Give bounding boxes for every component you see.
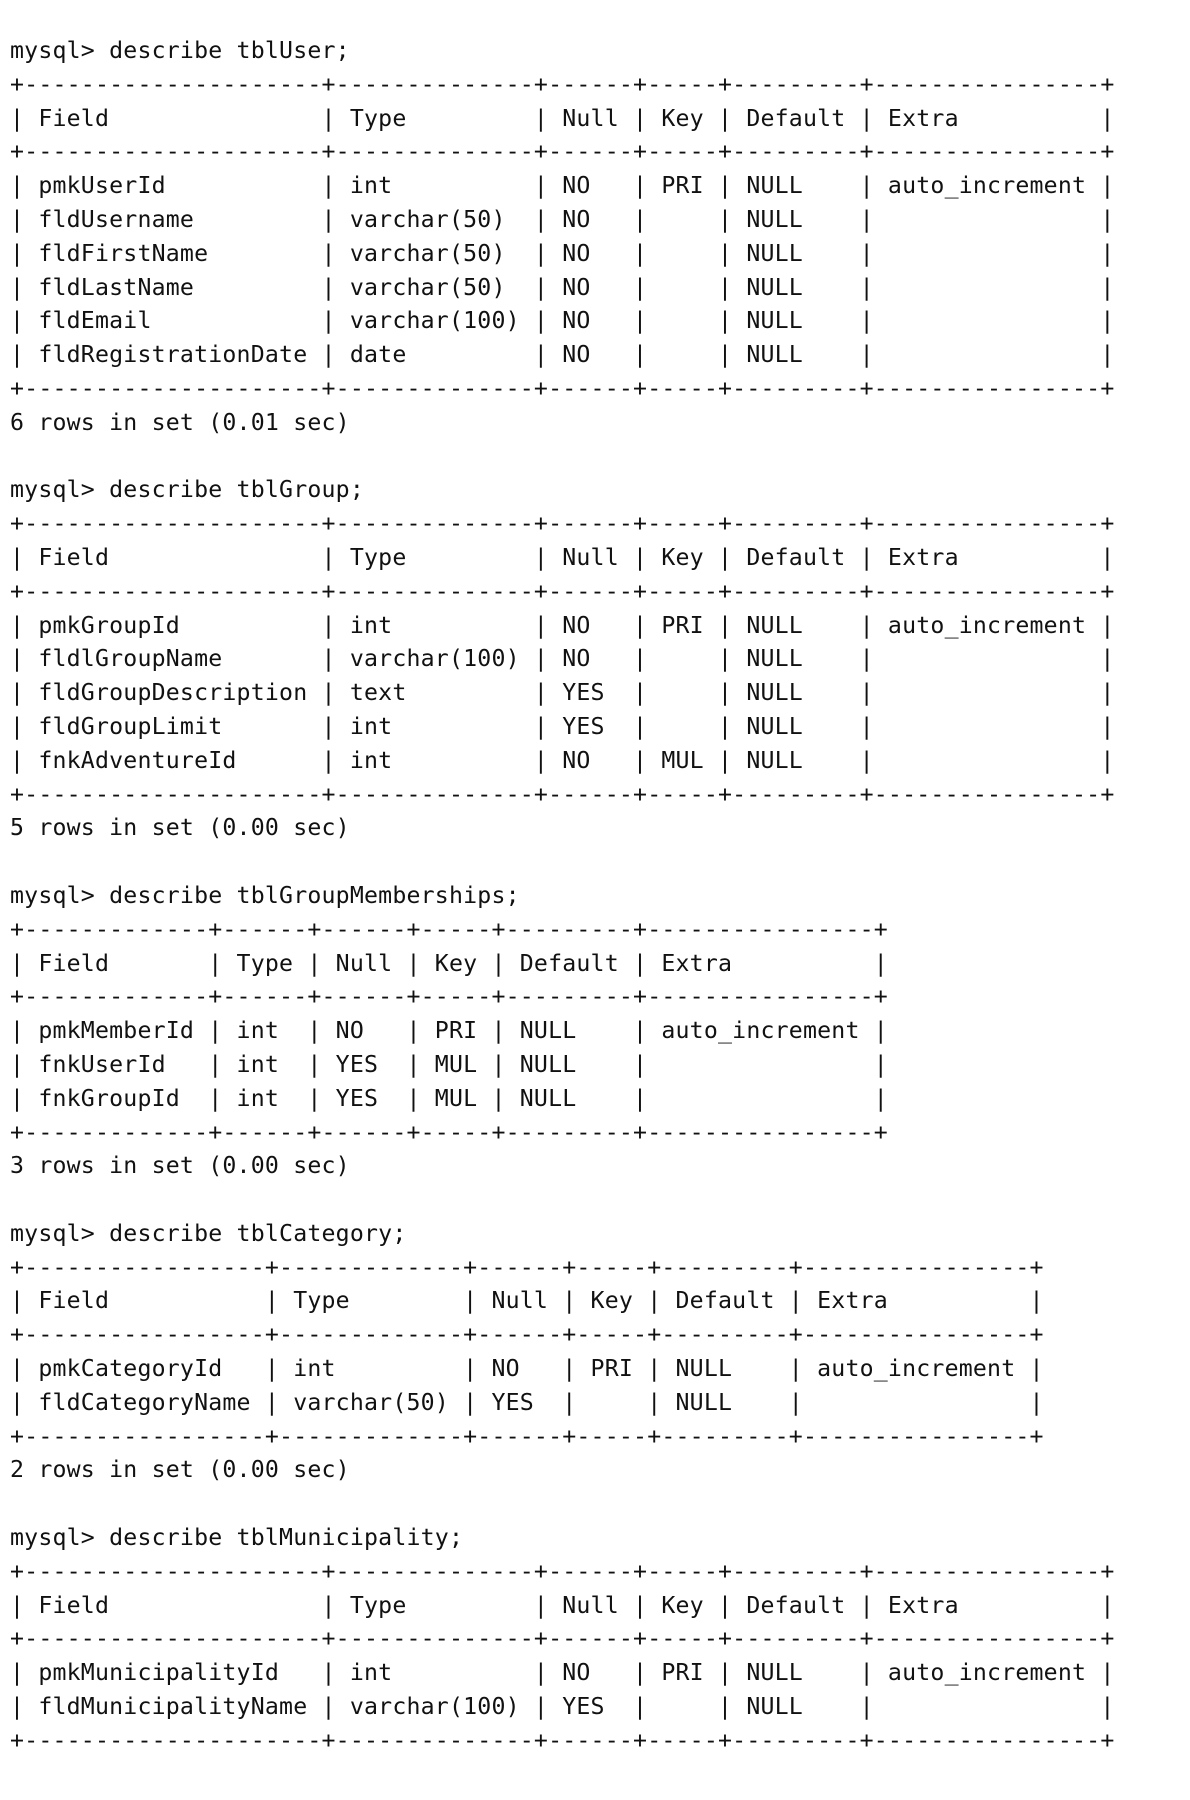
terminal-line — [0, 1487, 1190, 1521]
terminal-line: +---------------------+--------------+--… — [10, 1726, 1115, 1754]
terminal-line: | fldRegistrationDate | date | NO | | NU… — [10, 341, 1115, 369]
terminal-line: +-------------+------+------+-----+-----… — [10, 983, 888, 1011]
terminal-line: | Field | Type | Null | Key | Default | … — [10, 1591, 1115, 1619]
terminal-line: | fldUsername | varchar(50) | NO | | NUL… — [10, 205, 1115, 233]
terminal-line: | fnkAdventureId | int | NO | MUL | NULL… — [10, 746, 1115, 774]
terminal-line: | fnkUserId | int | YES | MUL | NULL | | — [10, 1050, 888, 1078]
terminal-line: mysql> describe tblUser; — [10, 37, 350, 64]
terminal-line: +-----------------+-------------+------+… — [10, 1321, 1044, 1349]
terminal-line: | fldlGroupName | varchar(100) | NO | | … — [10, 645, 1115, 673]
terminal-line: | Field | Type | Null | Key | Default | … — [10, 104, 1115, 132]
terminal-line: 5 rows in set (0.00 sec) — [10, 814, 350, 842]
terminal-line: +-------------+------+------+-----+-----… — [10, 1118, 888, 1146]
terminal-line: mysql> describe tblMunicipality; — [10, 1524, 464, 1552]
terminal-line: | fldGroupDescription | text | YES | | N… — [10, 679, 1115, 707]
terminal-line: +-----------------+-------------+------+… — [10, 1422, 1044, 1450]
terminal-line: | fldEmail | varchar(100) | NO | | NULL … — [10, 307, 1115, 335]
terminal-line — [0, 440, 1190, 474]
terminal-line: | pmkGroupId | int | NO | PRI | NULL | a… — [10, 611, 1115, 639]
terminal-line: | pmkCategoryId | int | NO | PRI | NULL … — [10, 1355, 1044, 1383]
terminal-line: mysql> describe tblGroupMemberships; — [10, 881, 520, 909]
terminal-line: | fldLastName | varchar(50) | NO | | NUL… — [10, 273, 1115, 301]
terminal-line: 6 rows in set (0.01 sec) — [10, 408, 350, 436]
terminal-line: | pmkMunicipalityId | int | NO | PRI | N… — [10, 1659, 1115, 1687]
terminal-line: | Field | Type | Null | Key | Default | … — [10, 1287, 1044, 1315]
terminal-line: | fldMunicipalityName | varchar(100) | Y… — [10, 1693, 1115, 1721]
terminal-line: | fldCategoryName | varchar(50) | YES | … — [10, 1388, 1044, 1416]
terminal-line: +---------------------+--------------+--… — [10, 780, 1115, 808]
terminal-line: +---------------------+--------------+--… — [10, 577, 1115, 605]
terminal-line: | fldGroupLimit | int | YES | | NULL | | — [10, 712, 1115, 740]
terminal-line: | fnkGroupId | int | YES | MUL | NULL | … — [10, 1084, 888, 1112]
terminal-line: +-------------+------+------+-----+-----… — [10, 915, 888, 943]
terminal-line: +---------------------+--------------+--… — [10, 138, 1115, 166]
terminal-line: 2 rows in set (0.00 sec) — [10, 1456, 350, 1484]
terminal-line: 3 rows in set (0.00 sec) — [10, 1152, 350, 1180]
terminal-line: +---------------------+--------------+--… — [10, 1557, 1115, 1585]
terminal-output[interactable]: mysql> describe tblUser; +--------------… — [0, 34, 1190, 1758]
terminal-line: +---------------------+--------------+--… — [10, 70, 1115, 98]
terminal-line: +-----------------+-------------+------+… — [10, 1253, 1044, 1281]
terminal-line: mysql> describe tblCategory; — [10, 1219, 407, 1247]
terminal-line: +---------------------+--------------+--… — [10, 374, 1115, 402]
terminal-line — [0, 1183, 1190, 1217]
terminal-line: | Field | Type | Null | Key | Default | … — [10, 543, 1115, 571]
terminal-line — [0, 845, 1190, 879]
terminal-line: | Field | Type | Null | Key | Default | … — [10, 949, 888, 977]
terminal-line: +---------------------+--------------+--… — [10, 510, 1115, 538]
terminal-line: | fldFirstName | varchar(50) | NO | | NU… — [10, 239, 1115, 267]
terminal-line: | pmkMemberId | int | NO | PRI | NULL | … — [10, 1017, 888, 1045]
terminal-line: | pmkUserId | int | NO | PRI | NULL | au… — [10, 172, 1115, 200]
terminal-line: mysql> describe tblGroup; — [10, 476, 365, 504]
terminal-line: +---------------------+--------------+--… — [10, 1625, 1115, 1653]
